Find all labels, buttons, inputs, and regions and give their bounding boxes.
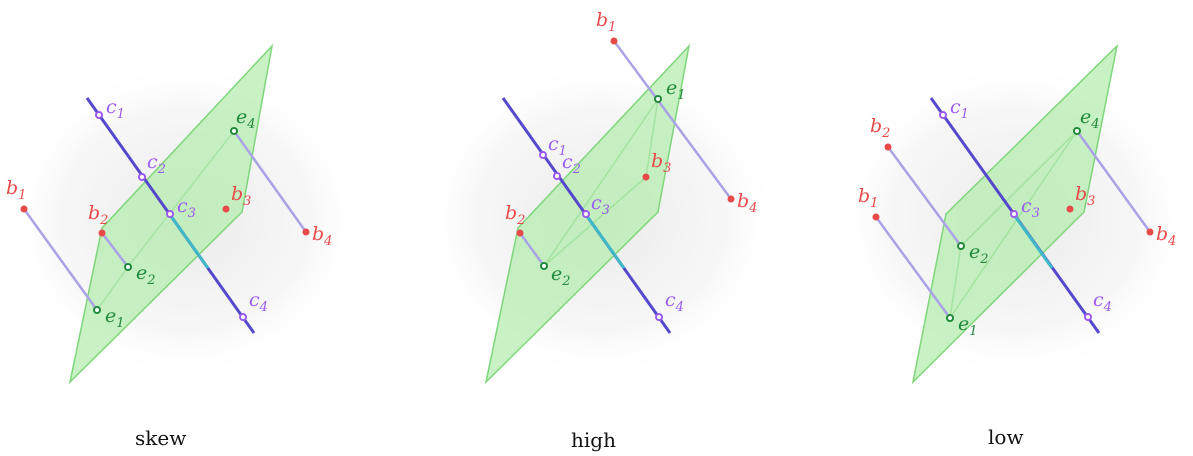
panel-high: b1 b2 b3 b4 c1 c2 c3 c4 e1 e2 high (420, 9, 780, 452)
point-b2 (516, 229, 524, 237)
c-line-inside-plane (1010, 211, 1054, 269)
label-e4: e4 (236, 106, 256, 132)
label-b2: b2 (870, 115, 890, 141)
label-c4: c4 (665, 289, 684, 315)
connector-b2-e2 (886, 146, 963, 247)
point-b4 (727, 195, 735, 203)
label-e2: e2 (969, 241, 989, 267)
panel-caption: high (571, 428, 616, 452)
point-e1 (946, 314, 954, 322)
label-b3: b3 (651, 150, 671, 176)
connector-b1-e1 (612, 40, 733, 200)
point-e4 (230, 127, 238, 135)
connector-e4-b4 (1075, 130, 1152, 233)
point-c4 (655, 313, 663, 321)
point-c1 (939, 111, 947, 119)
point-c1 (95, 111, 103, 119)
label-b3: b3 (1075, 183, 1095, 209)
connector-b2-e2 (101, 232, 129, 268)
point-c3 (1010, 210, 1018, 218)
label-c3: c3 (177, 195, 196, 221)
point-b3 (222, 205, 230, 213)
label-c4: c4 (1093, 289, 1112, 315)
point-b1 (872, 213, 880, 221)
panel-skew: b1 b2 b3 b4 c1 c2 c3 c4 e1 e2 e4 skew (5, 43, 365, 450)
label-c3: c3 (1021, 195, 1040, 221)
point-c2 (138, 173, 146, 181)
label-c2: c2 (147, 151, 166, 177)
label-c4: c4 (249, 289, 268, 315)
label-b3: b3 (231, 183, 251, 209)
point-e1 (654, 95, 662, 103)
label-b1: b1 (596, 9, 616, 35)
label-b2: b2 (88, 202, 108, 228)
point-b3 (1066, 205, 1074, 213)
point-b1 (610, 37, 618, 45)
label-b1: b1 (858, 185, 878, 211)
point-c1 (539, 151, 547, 159)
label-c3: c3 (591, 192, 610, 218)
point-b2 (884, 143, 892, 151)
label-c1: c1 (950, 96, 969, 122)
point-c3 (166, 210, 174, 218)
point-e2 (540, 262, 548, 270)
label-e1: e1 (105, 305, 125, 331)
point-b4 (302, 228, 310, 236)
point-b1 (20, 205, 28, 213)
label-e2: e2 (136, 262, 156, 288)
connector-b2-e2 (518, 232, 546, 267)
point-c4 (1084, 313, 1092, 321)
point-e1 (93, 306, 101, 314)
point-b2 (98, 229, 106, 237)
label-e1: e1 (958, 313, 978, 339)
panel-caption: skew (135, 426, 186, 450)
point-c3 (582, 210, 590, 218)
label-e4: e4 (1080, 106, 1100, 132)
label-e1: e1 (666, 77, 686, 103)
point-c2 (553, 172, 561, 180)
c-line-inside-plane (166, 211, 210, 269)
c-line-inside-plane (582, 211, 626, 269)
connector-b1-e1 (874, 216, 952, 319)
panel-caption: low (988, 425, 1024, 449)
label-c1: c1 (106, 96, 125, 122)
point-b3 (642, 173, 650, 181)
label-c1: c1 (548, 133, 567, 159)
point-e4 (1073, 127, 1081, 135)
point-b4 (1146, 228, 1154, 236)
label-e2: e2 (551, 263, 571, 289)
point-c4 (239, 313, 247, 321)
label-b4: b4 (737, 190, 757, 216)
plane-inner-line (949, 130, 1078, 319)
point-e2 (957, 242, 965, 250)
label-b4: b4 (1156, 223, 1176, 249)
panel-low: b1 b2 b3 b4 c1 c3 c4 e1 e2 e4 low (835, 43, 1193, 449)
label-c2: c2 (562, 151, 581, 177)
connector-e4-b4 (232, 130, 308, 233)
connector-b1-e1 (22, 208, 99, 311)
label-b2: b2 (505, 202, 525, 228)
label-b4: b4 (312, 223, 332, 249)
point-e2 (124, 263, 132, 271)
label-b1: b1 (6, 177, 26, 203)
plane-inner-line (543, 98, 659, 267)
